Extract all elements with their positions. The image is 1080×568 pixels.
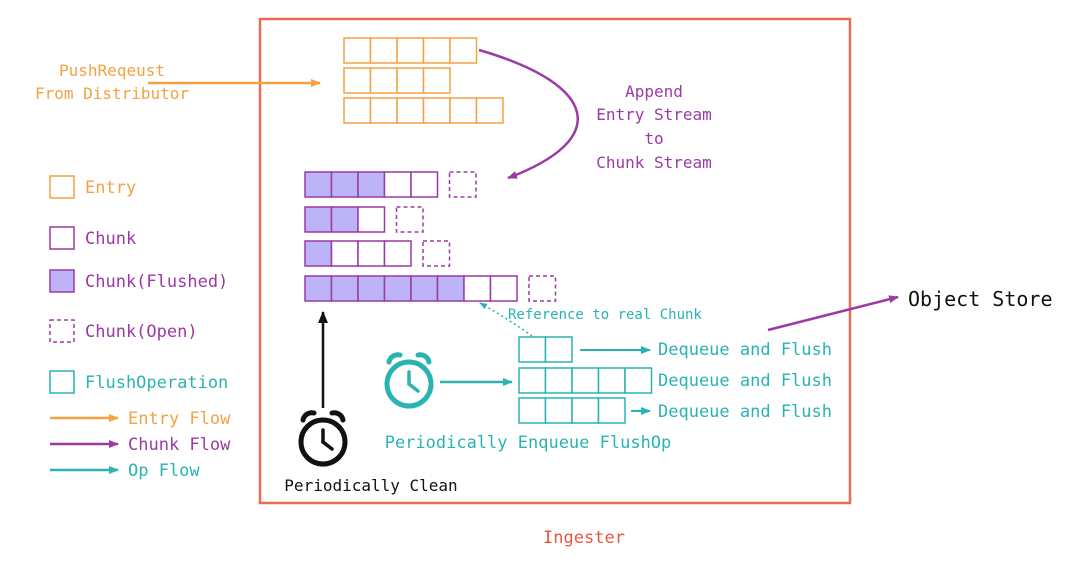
flush-op-cell [518, 397, 547, 424]
object-store-arrow [767, 295, 899, 332]
chunk-cell [489, 275, 518, 302]
entry-cell [369, 67, 398, 94]
chunk-flushed-cell [436, 275, 465, 302]
entry-cell [343, 97, 372, 124]
chunk-flushed-cell [304, 240, 333, 267]
append-label-line3: to [644, 129, 663, 148]
entry-cell [396, 37, 425, 64]
entry-cell [369, 37, 398, 64]
entry-cell [449, 97, 478, 124]
chunk-cell [383, 240, 412, 267]
chunk-cell [357, 206, 386, 233]
chunk-flushed-cell [330, 171, 359, 198]
chunk-open-cell [448, 171, 477, 198]
chunk-cell [463, 275, 492, 302]
legend-flush-op-swatch [49, 370, 75, 394]
entry-cell [343, 67, 372, 94]
legend-entry-label: Entry [85, 178, 136, 198]
dequeue-flush-label-2: Dequeue and Flush [658, 371, 832, 391]
clock-icon [298, 410, 348, 467]
legend-chunk-flow-label: Chunk Flow [128, 435, 231, 455]
flush-op-cell [571, 367, 600, 394]
legend-op-flow-label: Op Flow [128, 461, 200, 481]
object-store-label: Object Store [908, 287, 1053, 311]
entry-cell [449, 37, 478, 64]
chunk-open-cell [422, 240, 451, 267]
chunk-flushed-cell [330, 206, 359, 233]
legend-entry-flow-label: Entry Flow [128, 409, 231, 429]
entry-streams [343, 37, 504, 124]
legend-entry-swatch [49, 175, 75, 199]
flush-op-cell [518, 336, 547, 363]
append-label-line2: Entry Stream [596, 105, 712, 124]
entry-cell [396, 67, 425, 94]
chunk-cell [410, 171, 439, 198]
legend: Entry Chunk Chunk(Flushed) Chunk(Open) F… [49, 175, 231, 481]
legend-flush-op-label: FlushOperation [85, 373, 228, 393]
flush-op-cell [597, 397, 626, 424]
entry-cell [369, 97, 398, 124]
legend-chunk-open-label: Chunk(Open) [85, 322, 198, 342]
flush-op-cell [544, 336, 573, 363]
clock-icon [384, 352, 434, 409]
append-label-line1: Append [625, 82, 683, 101]
chunk-flushed-cell [304, 206, 333, 233]
flush-queues [518, 336, 653, 424]
flush-op-cell [544, 397, 573, 424]
legend-chunk-open-swatch [49, 319, 75, 343]
entry-cell [396, 97, 425, 124]
legend-chunk-flushed-swatch [49, 269, 75, 293]
chunk-flushed-cell [330, 275, 359, 302]
chunk-flushed-cell [383, 275, 412, 302]
entry-cell [343, 37, 372, 64]
legend-chunk-swatch [49, 226, 75, 250]
chunk-cell [330, 240, 359, 267]
entry-cell [475, 97, 504, 124]
chunk-streams [304, 171, 557, 302]
entry-cell [422, 67, 451, 94]
flush-op-cell [518, 367, 547, 394]
periodically-clean-label: Periodically Clean [284, 476, 457, 495]
chunk-flushed-cell [357, 171, 386, 198]
ingester-label: Ingester [543, 528, 625, 548]
chunk-open-cell [395, 206, 424, 233]
chunk-open-cell [528, 275, 557, 302]
flush-op-cell [624, 367, 653, 394]
reference-label: Reference to real Chunk [508, 307, 702, 323]
append-label-line4: Chunk Stream [596, 153, 712, 172]
periodically-enqueue-label: Periodically Enqueue FlushOp [385, 433, 672, 453]
legend-chunk-flushed-label: Chunk(Flushed) [85, 272, 228, 292]
flush-op-cell [544, 367, 573, 394]
chunk-flushed-cell [357, 275, 386, 302]
ingester-frame [258, 17, 852, 505]
flush-op-cell [597, 367, 626, 394]
append-arrow [478, 48, 579, 180]
chunk-cell [357, 240, 386, 267]
chunk-flushed-cell [410, 275, 439, 302]
entry-cell [422, 37, 451, 64]
legend-chunk-label: Chunk [85, 229, 136, 249]
dequeue-flush-label-1: Dequeue and Flush [658, 340, 832, 360]
entry-cell [422, 97, 451, 124]
push-request-label-line1: PushReqeust [59, 61, 165, 80]
push-request-label-line2: From Distributor [35, 84, 189, 103]
dequeue-flush-label-3: Dequeue and Flush [658, 402, 832, 422]
reference-arrow [479, 302, 533, 337]
chunk-flushed-cell [304, 171, 333, 198]
flush-op-cell [571, 397, 600, 424]
chunk-cell [383, 171, 412, 198]
chunk-flushed-cell [304, 275, 333, 302]
